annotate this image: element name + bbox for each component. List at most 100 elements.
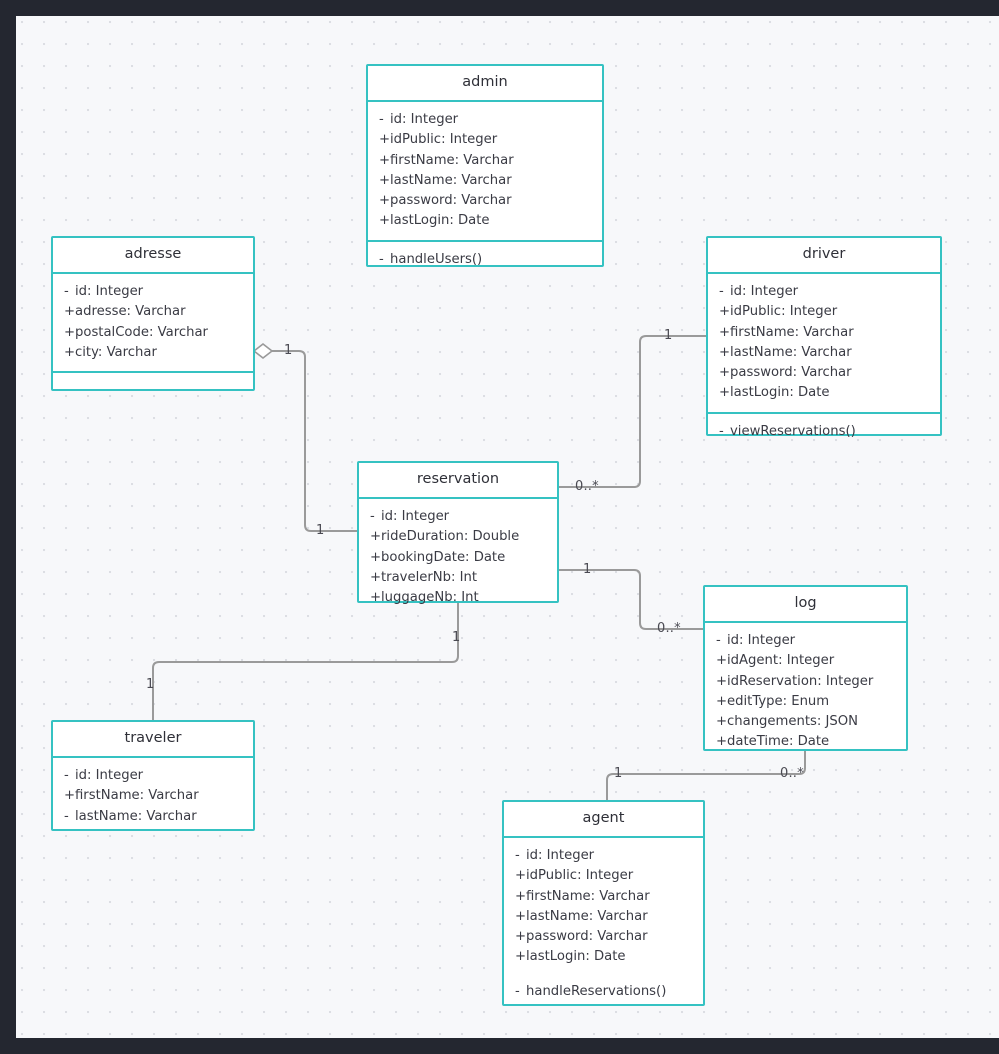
uml-class-title-traveler: traveler (53, 722, 253, 758)
uml-member: +travelerNb: Int (370, 568, 547, 588)
multiplicity-reservation-log-from: 1 (583, 562, 592, 577)
multiplicity-driver-reservation-to: 0..* (575, 479, 599, 494)
member-signature: id: Integer (730, 283, 799, 299)
visibility-marker: + (719, 304, 731, 320)
member-signature: lastName: Varchar (526, 908, 648, 924)
uml-member: +lastLogin: Date (379, 211, 592, 231)
visibility-marker: + (379, 152, 391, 168)
member-signature: lastName: Varchar (390, 172, 512, 188)
uml-member: -id: Integer (64, 282, 243, 302)
visibility-marker: - (719, 283, 724, 299)
member-signature: idPublic: Integer (526, 868, 634, 884)
uml-member: -id: Integer (64, 766, 243, 786)
visibility-marker: + (515, 908, 527, 924)
uml-class-title-adresse: adresse (53, 238, 253, 274)
visibility-marker: - (379, 111, 384, 127)
uml-member: +bookingDate: Date (370, 548, 547, 568)
visibility-marker: + (716, 693, 728, 709)
visibility-marker: + (64, 324, 76, 340)
visibility-marker: + (379, 193, 391, 209)
visibility-marker: + (64, 788, 76, 804)
visibility-marker: + (515, 949, 527, 965)
visibility-marker: - (64, 808, 69, 824)
member-signature: firstName: Varchar (730, 324, 854, 340)
uml-member: +dateTime: Date (716, 732, 896, 752)
member-signature: idReservation: Integer (727, 673, 874, 689)
visibility-marker: + (716, 714, 728, 730)
uml-member: +adresse: Varchar (64, 302, 243, 322)
uml-member: -id: Integer (515, 846, 693, 866)
uml-member: +changements: JSON (716, 712, 896, 732)
uml-member: +lastName: Varchar (515, 907, 693, 927)
visibility-marker: - (64, 283, 69, 299)
uml-class-admin[interactable]: admin-id: Integer+idPublic: Integer+firs… (366, 64, 604, 267)
uml-class-reservation[interactable]: reservation-id: Integer+rideDuration: Do… (357, 461, 559, 606)
visibility-marker: - (370, 508, 375, 524)
visibility-marker: + (370, 529, 382, 545)
member-signature: id: Integer (526, 847, 595, 863)
member-signature: luggageNb: Int (381, 590, 479, 606)
member-signature: adresse: Varchar (75, 304, 186, 320)
uml-member: -id: Integer (379, 110, 592, 130)
uml-member: +idPublic: Integer (515, 866, 693, 886)
visibility-marker: + (716, 734, 728, 750)
uml-class-agent[interactable]: agent-id: Integer+idPublic: Integer+firs… (502, 800, 705, 1006)
uml-member: +lastName: Varchar (719, 343, 930, 363)
visibility-marker: - (719, 423, 724, 439)
visibility-marker: - (64, 767, 69, 783)
member-signature: lastName: Varchar (730, 344, 852, 360)
visibility-marker: + (379, 213, 391, 229)
member-signature: password: Varchar (390, 193, 512, 209)
member-signature: id: Integer (390, 111, 459, 127)
member-signature: password: Varchar (730, 365, 852, 381)
uml-member: -id: Integer (370, 507, 547, 527)
uml-class-log[interactable]: log-id: Integer+idAgent: Integer+idReser… (703, 585, 908, 751)
uml-member: +idPublic: Integer (719, 302, 930, 322)
uml-member: +lastName: Varchar (379, 171, 592, 191)
visibility-marker: - (515, 983, 520, 999)
uml-class-title-admin: admin (368, 66, 602, 102)
visibility-marker: + (719, 365, 731, 381)
uml-compartment-driver-1: -viewReservations() (708, 411, 940, 450)
visibility-marker: + (379, 132, 391, 148)
uml-member: +lastLogin: Date (515, 947, 693, 967)
uml-member: -handleReservations() (515, 982, 693, 1002)
uml-class-driver[interactable]: driver-id: Integer+idPublic: Integer+fir… (706, 236, 942, 439)
uml-member: +firstName: Varchar (719, 323, 930, 343)
member-signature: firstName: Varchar (75, 788, 199, 804)
member-signature: lastName: Varchar (75, 808, 197, 824)
uml-class-adresse[interactable]: adresse-id: Integer+adresse: Varchar+pos… (51, 236, 255, 391)
uml-compartment-agent-0: -id: Integer+idPublic: Integer+firstName… (504, 838, 703, 1010)
member-signature: password: Varchar (526, 929, 648, 945)
member-signature: id: Integer (75, 283, 144, 299)
visibility-marker: - (379, 251, 384, 267)
visibility-marker: + (719, 344, 731, 360)
uml-compartment-adresse-0: -id: Integer+adresse: Varchar+postalCode… (53, 274, 253, 371)
uml-member: +password: Varchar (719, 363, 930, 383)
uml-member: +firstName: Varchar (379, 151, 592, 171)
visibility-marker: + (64, 304, 76, 320)
member-signature: id: Integer (727, 632, 796, 648)
multiplicity-adresse-reservation-from: 1 (284, 343, 293, 358)
uml-class-traveler[interactable]: traveler -id: Integer +firstName: Varchar-… (51, 720, 255, 831)
member-signature: postalCode: Varchar (75, 324, 208, 340)
uml-member: -id: Integer (719, 282, 930, 302)
uml-member: +postalCode: Varchar (64, 323, 243, 343)
uml-member: +city: Varchar (64, 343, 243, 363)
uml-member: +firstName: Varchar (515, 887, 693, 907)
visibility-marker: + (515, 868, 527, 884)
member-signature: idPublic: Integer (730, 304, 838, 320)
uml-member: +editType: Enum (716, 692, 896, 712)
uml-member: -handleUsers() (379, 250, 592, 270)
member-signature: handleReservations() (526, 983, 667, 999)
member-signature: idPublic: Integer (390, 132, 498, 148)
uml-member: -viewReservations() (719, 422, 930, 442)
uml-class-title-driver: driver (708, 238, 940, 274)
visibility-marker: - (515, 847, 520, 863)
member-signature: lastLogin: Date (526, 949, 626, 965)
multiplicity-agent-log-to: 0..* (780, 766, 804, 781)
multiplicity-reservation-log-to: 0..* (657, 621, 681, 636)
uml-class-title-log: log (705, 587, 906, 623)
visibility-marker: + (370, 590, 382, 606)
uml-class-title-reservation: reservation (359, 463, 557, 499)
